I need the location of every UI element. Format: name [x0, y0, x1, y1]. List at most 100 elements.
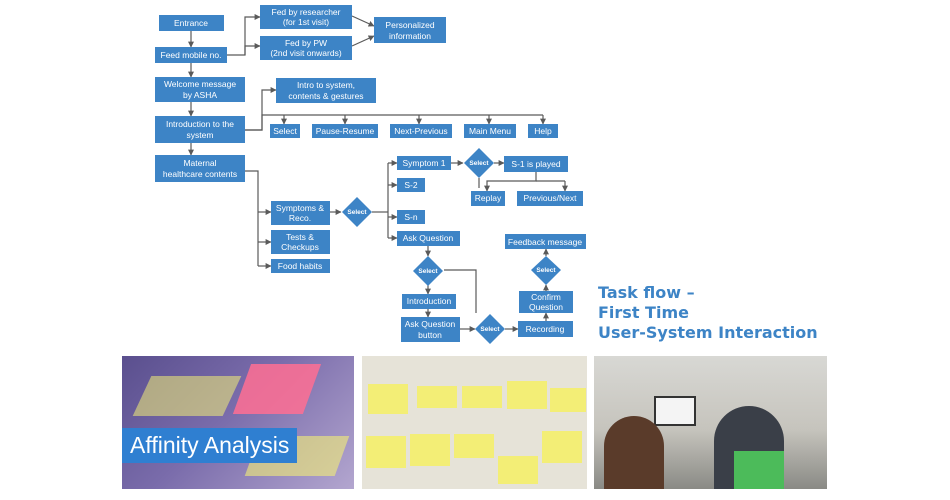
- node-welcome-message: Welcome message by ASHA: [155, 77, 245, 102]
- svg-text:Welcome message: Welcome message: [164, 79, 236, 89]
- node-symptom-1: Symptom 1: [397, 156, 451, 170]
- sticky-note: [498, 456, 538, 484]
- svg-text:Personalized: Personalized: [385, 20, 434, 30]
- node-maternal-healthcare: Maternal healthcare contents: [155, 155, 245, 182]
- svg-text:Reco.: Reco.: [289, 213, 311, 223]
- affinity-analysis-label: Affinity Analysis: [122, 428, 298, 463]
- svg-text:Feedback message: Feedback message: [508, 237, 582, 247]
- node-main-menu: Main Menu: [464, 124, 516, 138]
- node-next-previous: Next-Previous: [390, 124, 452, 138]
- svg-text:Select: Select: [536, 267, 556, 274]
- svg-text:Checkups: Checkups: [281, 242, 319, 252]
- svg-text:Select: Select: [469, 160, 489, 167]
- node-s1-played: S-1 is played: [504, 156, 568, 172]
- svg-text:Introduction: Introduction: [407, 296, 452, 306]
- decision-select-2: Select: [464, 148, 494, 178]
- svg-text:Select: Select: [347, 209, 367, 216]
- sticky-note: [462, 386, 502, 408]
- task-flow-diagram: Entrance Feed mobile no. Fed by research…: [155, 5, 586, 344]
- svg-text:Ask Question: Ask Question: [403, 233, 454, 243]
- node-fed-by-researcher: Fed by researcher (for 1st visit): [260, 5, 352, 29]
- decision-select-5: Select: [531, 256, 561, 285]
- node-pause-resume: Pause-Resume: [312, 124, 378, 138]
- svg-text:Pause-Resume: Pause-Resume: [316, 126, 375, 136]
- svg-text:Symptoms &: Symptoms &: [276, 203, 325, 213]
- node-ask-question: Ask Question: [397, 231, 460, 246]
- node-food-habits: Food habits: [271, 259, 330, 273]
- monitor: [654, 396, 696, 426]
- svg-text:by ASHA: by ASHA: [183, 90, 217, 100]
- meeting-room-photo: [594, 356, 827, 489]
- affinity-analysis-photo: Affinity Analysis: [122, 356, 354, 489]
- svg-text:Previous/Next: Previous/Next: [524, 193, 578, 203]
- svg-text:Feed mobile no.: Feed mobile no.: [161, 50, 222, 60]
- svg-text:Tests &: Tests &: [286, 232, 314, 242]
- svg-text:Entrance: Entrance: [174, 18, 208, 28]
- title-line-2: First Time: [598, 303, 689, 322]
- sticky-note: [417, 386, 457, 408]
- title-line-3: User-System Interaction: [598, 323, 818, 342]
- node-recording: Recording: [518, 321, 573, 337]
- sticky-note: [410, 434, 450, 466]
- title-line-1: Task flow –: [598, 283, 695, 302]
- svg-text:S-2: S-2: [404, 180, 418, 190]
- svg-text:(2nd visit onwards): (2nd visit onwards): [270, 48, 342, 58]
- sticky-note: [454, 434, 494, 458]
- svg-text:Next-Previous: Next-Previous: [394, 126, 447, 136]
- node-help: Help: [528, 124, 558, 138]
- person-left: [604, 416, 664, 489]
- node-s2: S-2: [397, 178, 425, 192]
- svg-text:Fed by researcher: Fed by researcher: [272, 7, 341, 17]
- node-confirm-question: Confirm Question: [519, 291, 573, 313]
- svg-text:Select: Select: [418, 268, 438, 275]
- sticky-note: [550, 388, 586, 412]
- node-select: Select: [270, 124, 300, 138]
- svg-text:Fed by PW: Fed by PW: [285, 38, 327, 48]
- svg-text:(for 1st visit): (for 1st visit): [283, 17, 329, 27]
- node-feed-mobile: Feed mobile no.: [155, 47, 227, 63]
- decision-select-1: Select: [342, 197, 372, 227]
- svg-text:Maternal: Maternal: [183, 158, 216, 168]
- svg-text:Question: Question: [529, 302, 563, 312]
- svg-text:healthcare contents: healthcare contents: [163, 169, 237, 179]
- decision-select-4: Select: [475, 314, 505, 344]
- sticky-note: [542, 431, 582, 463]
- svg-text:information: information: [389, 31, 431, 41]
- svg-text:Ask Question: Ask Question: [405, 319, 456, 329]
- green-chair: [734, 451, 784, 489]
- svg-text:Select: Select: [273, 126, 297, 136]
- svg-text:system: system: [187, 130, 214, 140]
- node-tests-checkups: Tests & Checkups: [271, 230, 330, 254]
- node-entrance: Entrance: [159, 15, 224, 31]
- sticky-note: [368, 384, 408, 414]
- flow-connectors: [188, 14, 568, 332]
- pink-notes-cluster: [232, 364, 322, 414]
- yellow-notes-cluster: [132, 376, 242, 416]
- node-fed-by-pw: Fed by PW (2nd visit onwards): [260, 36, 352, 60]
- svg-text:Help: Help: [534, 126, 552, 136]
- svg-text:Intro to system,: Intro to system,: [297, 80, 355, 90]
- sticky-notes-photo: [362, 356, 587, 489]
- svg-text:Symptom 1: Symptom 1: [403, 158, 446, 168]
- svg-text:S-n: S-n: [404, 212, 418, 222]
- svg-text:button: button: [418, 330, 442, 340]
- svg-text:Main Menu: Main Menu: [469, 126, 511, 136]
- svg-text:Recording: Recording: [526, 324, 565, 334]
- node-replay: Replay: [471, 191, 505, 206]
- node-intro-contents-gestures: Intro to system, contents & gestures: [276, 78, 376, 103]
- node-introduction: Introduction: [402, 294, 456, 309]
- svg-text:Select: Select: [480, 326, 500, 333]
- sticky-note: [507, 381, 547, 409]
- svg-text:Confirm: Confirm: [531, 292, 561, 302]
- node-sn: S-n: [397, 210, 425, 224]
- node-previous-next: Previous/Next: [517, 191, 583, 206]
- node-ask-question-button: Ask Question button: [401, 317, 460, 342]
- svg-text:Introduction to the: Introduction to the: [166, 119, 234, 129]
- svg-text:contents & gestures: contents & gestures: [288, 91, 363, 101]
- sticky-note: [366, 436, 406, 468]
- node-introduction-to-system: Introduction to the system: [155, 116, 245, 143]
- node-personalized-information: Personalized information: [374, 17, 446, 43]
- svg-text:Replay: Replay: [475, 193, 502, 203]
- svg-text:Food habits: Food habits: [278, 261, 322, 271]
- svg-text:S-1 is played: S-1 is played: [511, 159, 560, 169]
